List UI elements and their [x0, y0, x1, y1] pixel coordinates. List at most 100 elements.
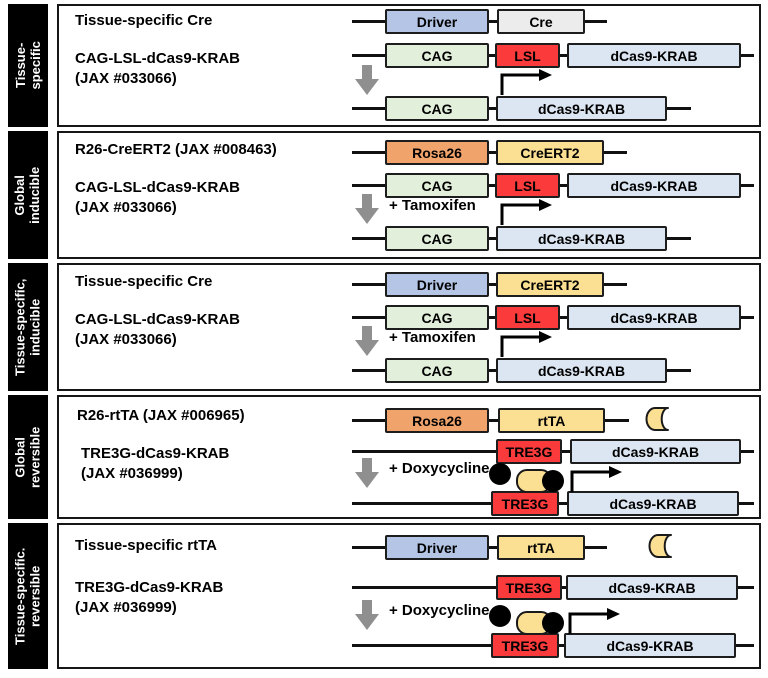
rtta-doxycycline-complex-icon [516, 611, 564, 635]
gene-box-cag: CAG [385, 173, 489, 198]
gene-box-cag: CAG [385, 305, 489, 330]
sidebar-label-line: specific [28, 41, 44, 90]
sidebar-label-line: Tissue-specific. [12, 547, 28, 645]
panel-body: Tissue-specific Cre CAG-LSL-dCas9-KRAB (… [57, 263, 761, 391]
sidebar-label-line: inducible [28, 298, 43, 356]
panel-title: Tissue-specific rtTA [75, 537, 217, 554]
sidebar-label-line: reversible [28, 565, 43, 627]
panel-title: (JAX #036999) [81, 465, 183, 482]
gene-box-driver: Driver [385, 272, 489, 297]
promoter-arrow-icon [570, 466, 622, 492]
gene-box-lsl: LSL [495, 173, 560, 198]
panel-body: R26-rtTA (JAX #006965) TRE3G-dCas9-KRAB … [57, 395, 761, 519]
panel-title: CAG-LSL-dCas9-KRAB [75, 50, 240, 67]
panel-body: R26-CreERT2 (JAX #008463) CAG-LSL-dCas9-… [57, 131, 761, 259]
panel-title: Tissue-specific Cre [75, 273, 213, 290]
panel-body: Tissue-specific Cre CAG-LSL-dCas9-KRAB (… [57, 4, 761, 127]
panel-title: CAG-LSL-dCas9-KRAB [75, 179, 240, 196]
gene-box-driver: Driver [385, 9, 489, 34]
promoter-arrow-icon [500, 199, 552, 225]
gene-box-dcas9-krab: dCas9-KRAB [567, 305, 741, 330]
panel-title: (JAX #033066) [75, 199, 177, 216]
doxycycline-icon [489, 463, 511, 485]
panel-title: TRE3G-dCas9-KRAB [75, 579, 224, 596]
sidebar-label: Tissue- specific [13, 41, 44, 89]
gene-box-dcas9-krab: dCas9-KRAB [567, 173, 741, 198]
sidebar-label: Global inducible [13, 166, 44, 223]
down-arrow-icon [355, 65, 379, 95]
sidebar-label: Global reversible [13, 426, 44, 487]
gene-box-dcas9-krab: dCas9-KRAB [567, 491, 739, 516]
gene-box-dcas9-krab: dCas9-KRAB [496, 226, 667, 251]
promoter-arrow-icon [500, 331, 552, 357]
panel-global-inducible: Global inducible R26-CreERT2 (JAX #00846… [0, 131, 768, 259]
panel-title: R26-rtTA (JAX #006965) [77, 407, 245, 424]
gene-box-dcas9-krab: dCas9-KRAB [567, 43, 741, 68]
gene-box-rtta: rtTA [497, 535, 585, 560]
gene-box-cag: CAG [385, 226, 489, 251]
gene-box-cag: CAG [385, 96, 489, 121]
sidebar-tissue-specific-reversible: Tissue-specific. reversible [8, 523, 48, 669]
rtta-protein-icon [645, 407, 669, 431]
gene-box-creert2: CreERT2 [496, 272, 604, 297]
gene-box-dcas9-krab: dCas9-KRAB [570, 439, 741, 464]
gene-box-cre: Cre [497, 9, 585, 34]
panel-title: TRE3G-dCas9-KRAB [81, 445, 230, 462]
gene-box-rtta: rtTA [498, 408, 605, 433]
gene-box-cag: CAG [385, 358, 489, 383]
gene-box-tre3g: TRE3G [491, 633, 559, 658]
sidebar-label-line: inducible [28, 166, 43, 224]
sidebar-global-reversible: Global reversible [8, 395, 48, 519]
inducer-label-tamoxifen: + Tamoxifen [389, 197, 476, 214]
doxycycline-icon [489, 605, 511, 627]
rtta-protein-icon [648, 534, 672, 558]
dna-line [352, 419, 629, 422]
rtta-doxycycline-complex-icon [516, 469, 564, 493]
inducer-label-tamoxifen: + Tamoxifen [389, 329, 476, 346]
sidebar-label-line: Tissue-specific, [12, 278, 28, 376]
down-arrow-icon [355, 458, 379, 488]
dna-line [352, 151, 627, 154]
gene-box-rosa26: Rosa26 [385, 408, 489, 433]
panel-title: (JAX #033066) [75, 331, 177, 348]
down-arrow-icon [355, 194, 379, 224]
panel-title: Tissue-specific Cre [75, 12, 213, 29]
promoter-arrow-icon [500, 69, 552, 95]
sidebar-label-line: reversible [28, 426, 43, 488]
gene-box-cag: CAG [385, 43, 489, 68]
down-arrow-icon [355, 326, 379, 356]
gene-box-tre3g: TRE3G [496, 575, 562, 600]
panel-tissue-specific: Tissue- specific Tissue-specific Cre CAG… [0, 4, 768, 127]
promoter-arrow-icon [568, 608, 620, 634]
gene-box-lsl: LSL [495, 43, 560, 68]
inducer-label-doxycycline: + Doxycycline [389, 460, 490, 477]
gene-box-dcas9-krab: dCas9-KRAB [566, 575, 738, 600]
panel-title: CAG-LSL-dCas9-KRAB [75, 311, 240, 328]
panel-global-reversible: Global reversible R26-rtTA (JAX #006965)… [0, 395, 768, 519]
down-arrow-icon [355, 600, 379, 630]
dna-line [352, 283, 627, 286]
panel-body: Tissue-specific rtTA TRE3G-dCas9-KRAB (J… [57, 523, 761, 669]
sidebar-label-line: Global [12, 436, 28, 478]
sidebar-label: Tissue-specific. reversible [13, 547, 44, 644]
gene-box-dcas9-krab: dCas9-KRAB [496, 96, 667, 121]
panel-title: R26-CreERT2 (JAX #008463) [75, 141, 277, 158]
sidebar-label-line: Tissue- [12, 42, 28, 89]
gene-box-dcas9-krab: dCas9-KRAB [564, 633, 736, 658]
panel-title: (JAX #036999) [75, 599, 177, 616]
gene-box-lsl: LSL [495, 305, 560, 330]
gene-box-rosa26: Rosa26 [385, 140, 489, 165]
gene-box-dcas9-krab: dCas9-KRAB [496, 358, 667, 383]
panel-title: (JAX #033066) [75, 70, 177, 87]
panel-tissue-specific-reversible: Tissue-specific. reversible Tissue-speci… [0, 523, 768, 669]
sidebar-label-line: Global [12, 174, 28, 216]
sidebar-tissue-specific: Tissue- specific [8, 4, 48, 127]
gene-box-tre3g: TRE3G [496, 439, 562, 464]
panel-tissue-specific-inducible: Tissue-specific, inducible Tissue-specif… [0, 263, 768, 391]
sidebar-tissue-specific-inducible: Tissue-specific, inducible [8, 263, 48, 391]
inducer-label-doxycycline: + Doxycycline [389, 602, 490, 619]
gene-box-driver: Driver [385, 535, 489, 560]
gene-box-creert2: CreERT2 [496, 140, 604, 165]
sidebar-label: Tissue-specific, inducible [13, 278, 44, 375]
